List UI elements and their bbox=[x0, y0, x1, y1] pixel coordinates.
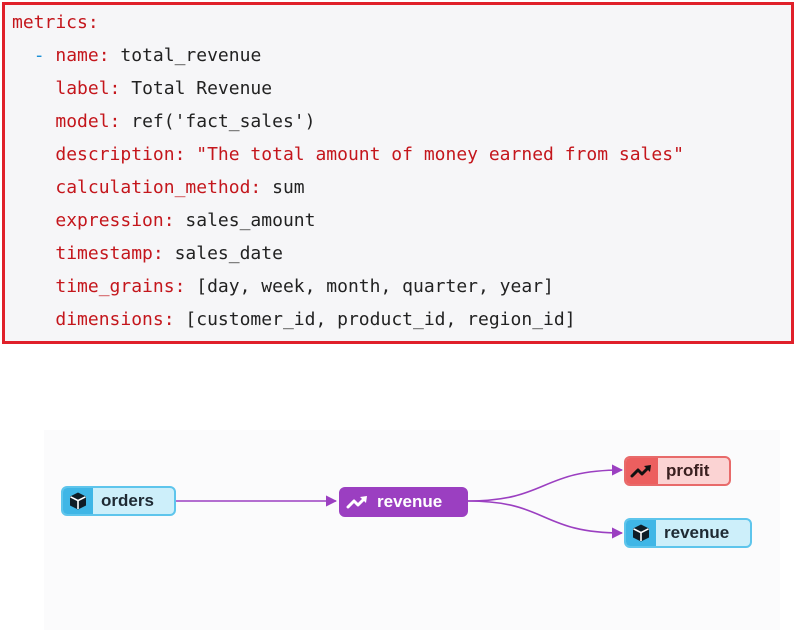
cube-icon bbox=[626, 520, 656, 546]
code-line-timestamp: timestamp: sales_date bbox=[55, 243, 283, 264]
code-line-calculation-method: calculation_method: sum bbox=[55, 177, 305, 198]
code-line-time-grains: time_grains: [day, week, month, quarter,… bbox=[55, 276, 554, 297]
edge-revenue-to-profit bbox=[467, 464, 624, 502]
node-profit[interactable]: profit bbox=[624, 456, 731, 486]
code-line-model: model: ref('fact_sales') bbox=[55, 111, 316, 132]
lineage-edges bbox=[176, 464, 624, 539]
trend-up-icon bbox=[626, 458, 658, 484]
edge-revenue-to-revenue-model bbox=[467, 500, 624, 539]
cube-icon bbox=[63, 488, 93, 514]
yaml-code-panel: metrics: - name: total_revenue label: To… bbox=[2, 2, 794, 344]
code-line-expression: expression: sales_amount bbox=[55, 210, 316, 231]
trend-up-icon bbox=[341, 489, 375, 515]
code-line-dimensions: dimensions: [customer_id, product_id, re… bbox=[55, 309, 576, 330]
node-revenue-metric[interactable]: revenue bbox=[339, 487, 468, 517]
node-profit-label: profit bbox=[666, 461, 710, 480]
code-line-name: - name: total_revenue bbox=[33, 45, 262, 66]
node-orders[interactable]: orders bbox=[61, 486, 176, 516]
node-orders-label: orders bbox=[101, 491, 154, 510]
node-revenue-model[interactable]: revenue bbox=[624, 518, 752, 548]
code-line-metrics: metrics: bbox=[12, 12, 99, 33]
code-line-label: label: Total Revenue bbox=[55, 78, 273, 99]
code-line-description: description: "The total amount of money … bbox=[55, 144, 684, 165]
node-revenue-metric-label: revenue bbox=[377, 492, 443, 511]
node-revenue-model-label: revenue bbox=[664, 523, 730, 542]
lineage-diagram: orders revenue profit revenue bbox=[0, 350, 800, 632]
